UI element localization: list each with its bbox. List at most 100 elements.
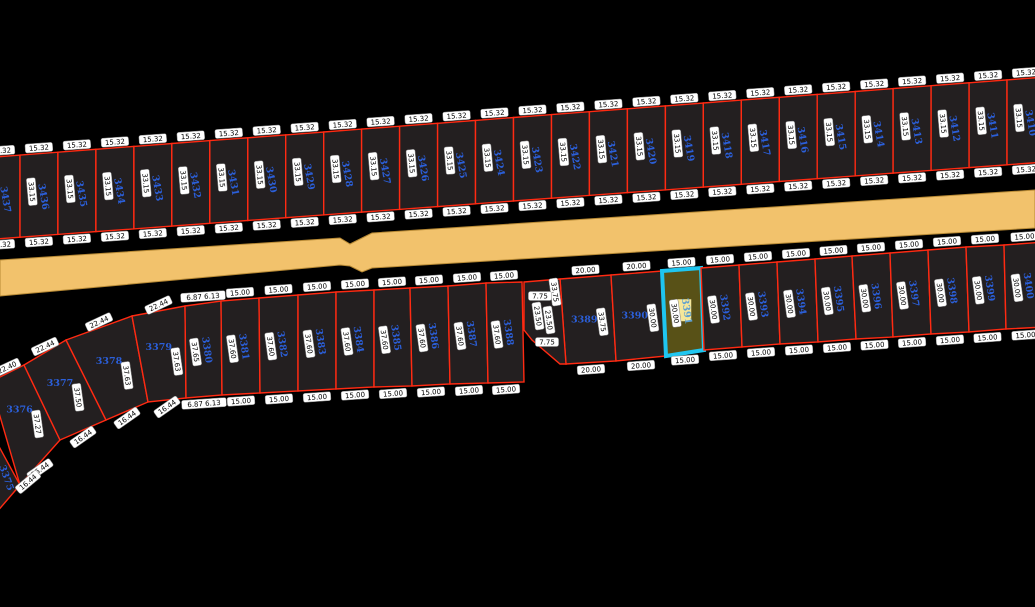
lot-depth-label: 33.15 <box>26 177 38 206</box>
lot-number-label: 3398 <box>944 277 959 305</box>
dimension-label-text: 37.50 <box>72 387 83 408</box>
dimension-label-text: 15.32 <box>294 123 315 132</box>
dimension-label-text: 37.60 <box>416 328 427 349</box>
dimension-label-text: 15.32 <box>788 182 809 191</box>
dimension-label-box <box>100 230 130 242</box>
lot-frontage-label: 15.00 <box>781 247 811 260</box>
dimension-label-box <box>170 347 184 376</box>
lot-frontage-label: 15.00 <box>822 341 852 354</box>
dimension-label-text: 37.60 <box>454 326 465 347</box>
dimension-label-text: 37.63 <box>171 351 182 372</box>
dimension-label-text: 37.60 <box>341 331 352 352</box>
corner-label: 23.50 <box>542 305 556 335</box>
dimension-label-text: 15.32 <box>636 97 657 106</box>
dimension-label-box <box>264 332 278 361</box>
dimension-label-box <box>31 337 59 356</box>
lot-3388[interactable] <box>485 281 525 384</box>
lot-frontage-label: 15.32 <box>822 177 851 189</box>
lot-frontage-label: 15.32 <box>442 205 471 217</box>
lot-frontage-label: 15.32 <box>670 188 699 201</box>
dimension-label-text: 33.15 <box>634 136 644 157</box>
dimension-label-box <box>415 323 429 353</box>
lot-frontage-label: 15.32 <box>973 69 1003 81</box>
dimension-label-text: 15.00 <box>459 386 480 395</box>
dimension-label-text: 37.63 <box>121 365 132 386</box>
lot-frontage-label: 15.32 <box>1011 163 1035 175</box>
dimension-label-text: 33.15 <box>900 116 910 137</box>
dimension-label-text: 20.00 <box>631 361 652 370</box>
dimension-label-box <box>404 113 433 125</box>
lot-frontage-label: 15.32 <box>935 72 965 84</box>
dimension-label-text: 15.00 <box>307 282 328 291</box>
dimension-label-text: 33.15 <box>1014 108 1024 129</box>
dimension-label-box <box>181 397 227 410</box>
lot-number-label: 3382 <box>274 330 289 358</box>
dimension-label-box <box>899 112 911 141</box>
dimension-label-box <box>452 271 482 284</box>
dimension-label-box <box>102 171 114 201</box>
dimension-label-box <box>340 327 354 356</box>
dimension-label-text: 15.00 <box>902 338 923 347</box>
dimension-label-text: 15.00 <box>786 249 807 258</box>
dimension-label-text: 15.32 <box>788 86 809 95</box>
lot-number-label: 3389 <box>571 314 598 325</box>
dimension-label-text: 15.00 <box>230 288 251 297</box>
dimension-label-box <box>454 384 484 397</box>
dimension-label-text: 15.00 <box>1015 331 1035 340</box>
dimension-label-text: 33.15 <box>482 147 492 168</box>
lot-frontage-label: 15.32 <box>404 113 433 125</box>
lot-frontage-label: 15.32 <box>0 145 16 157</box>
dimension-label-box <box>176 130 205 142</box>
lot-number-label: 3425 <box>453 152 468 180</box>
lot-frontage-label: 15.00 <box>932 235 962 248</box>
dimension-label-text: 33.75 <box>596 311 607 332</box>
dimension-label-box <box>646 303 660 333</box>
lot-frontage-label: 15.32 <box>556 101 585 113</box>
lot-number-label: 3436 <box>35 183 50 211</box>
lot-number-label: 3424 <box>491 149 506 177</box>
lot-number-label: 3396 <box>868 282 883 310</box>
dimension-label-box <box>860 78 889 90</box>
lot-depth-label: 37.60 <box>340 327 354 356</box>
dimension-label-text: 15.32 <box>560 103 581 112</box>
dimension-label-box <box>0 145 16 157</box>
lot-depth-label: 33.15 <box>595 135 608 164</box>
dimension-label-box <box>518 200 547 212</box>
lot-depth-label: 30.00 <box>1010 273 1024 303</box>
dimension-label-text: 15.32 <box>598 100 619 109</box>
dimension-label-box <box>253 160 266 189</box>
lot-depth-label: 33.15 <box>178 166 190 195</box>
dimension-label-box <box>62 139 92 151</box>
dimension-label-text: 15.00 <box>307 393 328 402</box>
lot-frontage-label: 6.87 6.13 <box>180 290 226 303</box>
dimension-label-box <box>970 233 1000 245</box>
lot-number-label: 3379 <box>146 342 173 353</box>
lot-depth-label: 33.15 <box>747 123 760 152</box>
dimension-label-box <box>858 284 872 313</box>
dimension-label-box <box>1011 66 1035 78</box>
dimension-label-text: 15.32 <box>978 168 999 177</box>
dimension-label-box <box>31 409 44 439</box>
lot-depth-label: 30.00 <box>668 299 682 328</box>
dimension-label-box <box>934 278 947 308</box>
dimension-label-box <box>518 104 547 116</box>
dimension-label-box <box>708 349 738 362</box>
lot-frontage-label: 15.32 <box>518 200 547 212</box>
lot-frontage-label: 15.00 <box>1011 329 1035 341</box>
lot-frontage-label: 15.00 <box>897 336 927 349</box>
lot-number-label: 3381 <box>236 333 251 361</box>
dimension-label-box <box>935 169 965 181</box>
lot-frontage-label: 15.00 <box>667 256 696 269</box>
dimension-label-text: 15.32 <box>902 77 923 86</box>
lot-3375[interactable] <box>0 430 21 520</box>
dimension-label-text: 33.15 <box>862 119 872 140</box>
dimension-label-box <box>632 95 661 107</box>
dimension-label-box <box>935 334 965 346</box>
dimension-label-text: 33.15 <box>254 164 264 185</box>
dimension-label-text: 15.32 <box>0 146 11 155</box>
lot-depth-label: 33.15 <box>329 154 342 184</box>
dimension-label-box <box>633 132 646 161</box>
dimension-label-box <box>291 157 304 187</box>
lot-frontage-label: 15.00 <box>1010 230 1035 243</box>
dimension-label-box <box>414 274 444 286</box>
